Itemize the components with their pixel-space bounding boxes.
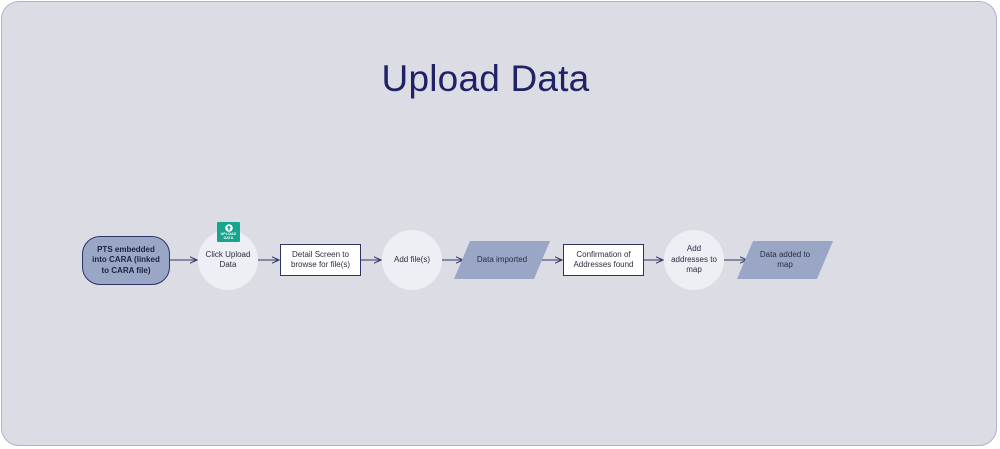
add-files-label: Add file(s) — [393, 254, 430, 264]
data-added-label: Data added to map — [759, 249, 811, 270]
page-title: Upload Data — [381, 58, 590, 99]
confirmation-label: Confirmation of Addresses found — [573, 249, 634, 270]
start-terminal-label: PTS embedded into CARA (linked to CARA f… — [92, 244, 160, 275]
confirmation-node: Confirmation of Addresses found — [563, 244, 644, 276]
click-upload-label: Click Upload Data — [205, 249, 251, 270]
upload-data-badge: UPLOAD DATA — [217, 222, 240, 242]
data-added-shape — [737, 241, 833, 279]
data-imported-node: Data imported — [454, 241, 550, 279]
detail-screen-label: Detail Screen to browse for file(s) — [290, 249, 351, 270]
data-imported-shape — [454, 241, 550, 279]
add-addresses-node: Add addresses to map — [664, 230, 724, 290]
start-terminal: PTS embedded into CARA (linked to CARA f… — [82, 236, 170, 285]
upload-badge-label: UPLOAD DATA — [220, 232, 237, 240]
data-added-node: Data added to map — [737, 241, 833, 279]
upload-icon — [224, 224, 233, 232]
add-addresses-label: Add addresses to map — [671, 244, 717, 275]
add-files-node: Add file(s) — [382, 230, 442, 290]
data-imported-label: Data imported — [476, 254, 528, 264]
detail-screen-node: Detail Screen to browse for file(s) — [280, 244, 361, 276]
